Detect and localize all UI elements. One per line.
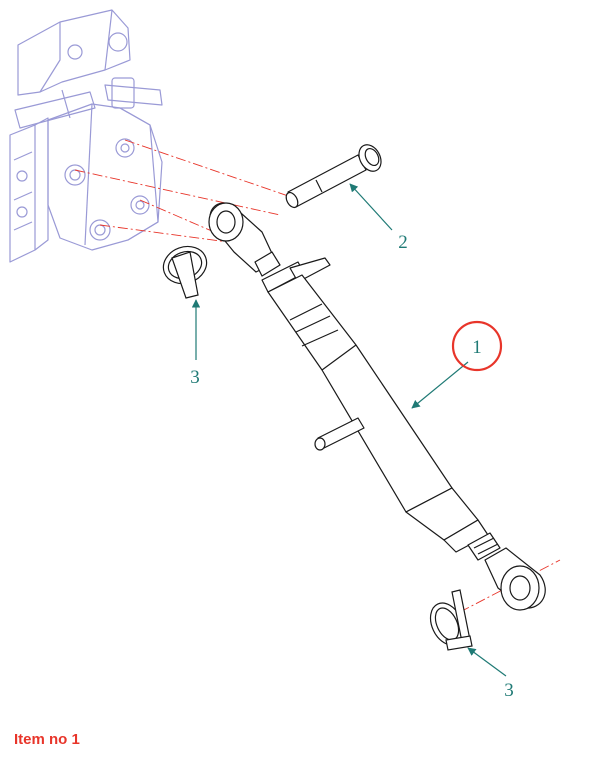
exploded-parts-diagram: 1 2 3 3 (9, 9, 561, 701)
mounting-bracket (9, 9, 163, 263)
highlight-circle (451, 320, 503, 372)
leader-item-1 (411, 361, 469, 409)
callout-item-1: 1 (472, 337, 482, 358)
top-link-assembly (208, 202, 546, 611)
callout-item-2: 2 (398, 232, 408, 253)
callout-item-3-left: 3 (190, 367, 200, 388)
leader-item-2 (349, 183, 393, 231)
linch-pin-right (429, 589, 473, 651)
leader-lines (191, 183, 507, 677)
leader-item-3-right (467, 647, 507, 677)
item-caption: Item no 1 (14, 731, 80, 748)
callout-item-3-right: 3 (504, 680, 514, 701)
pin-part (285, 144, 382, 209)
linch-pin-left (162, 245, 208, 299)
